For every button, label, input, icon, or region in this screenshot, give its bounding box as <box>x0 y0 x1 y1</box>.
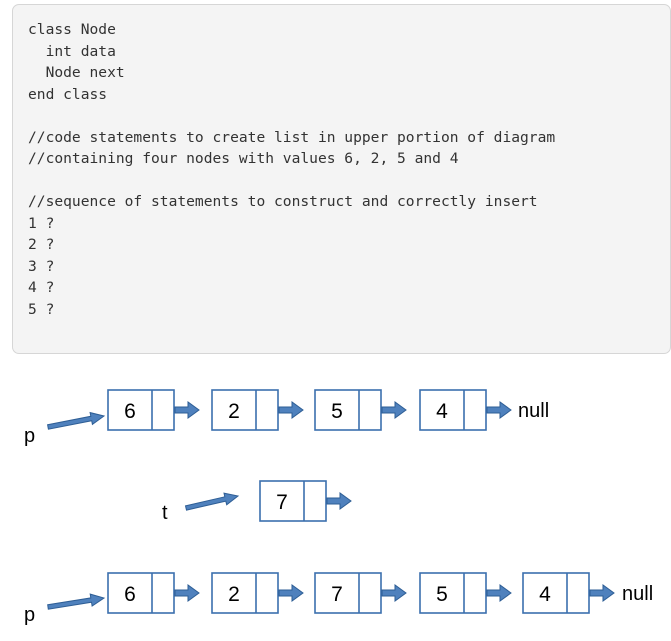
list-node <box>107 389 175 431</box>
code-panel: class Node int data Node next end class //… <box>12 4 671 354</box>
next-arrow-icon <box>174 584 200 602</box>
code-line: //sequence of statements to construct an… <box>28 193 538 210</box>
node-value: 7 <box>276 491 288 514</box>
code-line: 5 ? <box>28 300 55 318</box>
code-line: Node next <box>28 64 125 81</box>
code-line <box>28 170 555 192</box>
pointer-arrow-icon <box>184 492 240 511</box>
code-line: class Node <box>28 21 116 38</box>
list-node <box>314 389 382 431</box>
list-node <box>314 572 382 614</box>
node-value: 5 <box>331 400 343 423</box>
pointer-label-p: p <box>24 425 35 447</box>
code-line: 2 ? <box>28 236 55 253</box>
next-arrow-icon <box>589 584 615 602</box>
code-line: 4 ? <box>28 279 55 296</box>
pointer-label-t: t <box>162 502 168 524</box>
code-line <box>28 105 555 127</box>
linked-list-diagram: p 6 2 5 4 null t 7 p 6 2 7 5 4 null <box>24 389 653 626</box>
next-arrow-icon <box>278 401 304 419</box>
next-arrow-icon <box>486 401 512 419</box>
node-value: 2 <box>228 400 240 423</box>
node-value: 6 <box>124 400 136 423</box>
code-line: end class <box>28 85 108 103</box>
null-label: null <box>622 583 653 605</box>
node-value: 2 <box>228 583 240 606</box>
code-line: 1 ? <box>28 214 55 232</box>
code-line: //containing four nodes with values 6, 2… <box>28 150 459 167</box>
list-node <box>419 389 487 431</box>
list-node <box>107 572 175 614</box>
node-value: 6 <box>124 583 136 606</box>
next-arrow-icon <box>486 584 512 602</box>
next-arrow-icon <box>326 492 352 510</box>
next-arrow-icon <box>278 584 304 602</box>
node-value: 4 <box>539 583 551 606</box>
next-arrow-icon <box>381 401 407 419</box>
list-node <box>211 389 279 431</box>
code-block: class Node int data Node next end class //… <box>28 19 555 320</box>
code-line: //code statements to create list in uppe… <box>28 128 556 146</box>
node-value: 4 <box>436 400 448 423</box>
code-line: 3 ? <box>28 257 55 275</box>
next-arrow-icon <box>174 401 200 419</box>
next-arrow-icon <box>381 584 407 602</box>
list-node <box>419 572 487 614</box>
list-node <box>211 572 279 614</box>
pointer-arrow-icon <box>47 593 106 610</box>
pointer-arrow-icon <box>47 411 106 430</box>
code-line: int data <box>28 42 116 60</box>
pointer-label-p: p <box>24 604 35 626</box>
list-node <box>259 480 327 522</box>
null-label: null <box>518 400 549 422</box>
list-node <box>522 572 590 614</box>
node-value: 7 <box>331 583 343 606</box>
node-value: 5 <box>436 583 448 606</box>
